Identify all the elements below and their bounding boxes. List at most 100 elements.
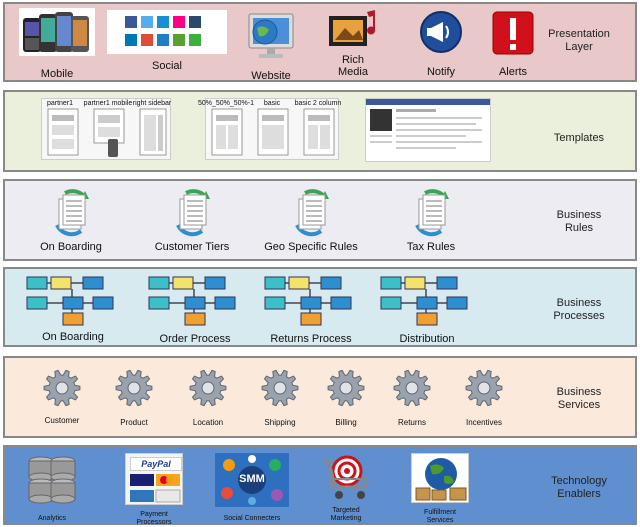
business-rules-layer: Business Rules On Boarding Customer Tier…: [3, 179, 637, 261]
gear-icon: [327, 369, 365, 407]
tech-analytics: Analytics: [25, 453, 79, 525]
template-facebook-page: [365, 98, 491, 162]
social-icons-grid: [125, 16, 201, 46]
tech-fulfillment-services: Fulfillment Services: [409, 453, 471, 525]
template-label-right-sidebar: right sidebar: [132, 100, 172, 107]
notify-label: Notify: [426, 66, 456, 78]
template-group-1: partner1 partner1 mobile right sidebar: [41, 98, 171, 160]
rule-label: Tax Rules: [406, 241, 456, 253]
social-media-marketing-image: SMM: [215, 453, 289, 507]
process-flow-diagram-icon: [380, 276, 468, 326]
facebook-page-thumbnail: [366, 99, 490, 149]
templates-layer-title: Templates: [553, 132, 605, 144]
payment-cards-image: PayPal: [125, 453, 183, 505]
gear-icon: [115, 369, 153, 407]
mobile-phones-icon: [23, 12, 89, 52]
presentation-layer: Presentation Layer Mobile: [3, 2, 637, 82]
technology-enablers-layer: Technology Enablers Analytics PayPal: [3, 445, 637, 526]
tech-payment-processors: PayPal Payment Processors: [123, 453, 185, 526]
service-customer: Customer: [37, 366, 87, 436]
process-flow-diagram-icon: [26, 276, 114, 326]
shopping-cart-target-icon: [323, 455, 368, 499]
service-product: Product: [109, 366, 159, 436]
tech-label: Payment Processors: [136, 511, 172, 526]
smm-text: SMM: [239, 473, 265, 485]
tech-label: Analytics: [37, 515, 66, 522]
rule-document-icon: [176, 189, 210, 237]
template-label-partner1: partner1: [46, 100, 74, 107]
process-on-boarding: On Boarding: [23, 273, 123, 345]
service-shipping: Shipping: [255, 366, 305, 436]
globe-boxes-icon: [415, 458, 467, 501]
paypal-logo: PayPal: [130, 457, 182, 471]
tech-social-connecters: SMM Social Connecters: [213, 453, 291, 525]
service-label: Incentives: [465, 418, 503, 427]
process-flow-diagram-icon: [148, 276, 236, 326]
tech-label: Social Connecters: [223, 515, 281, 522]
smm-cluster-icon: [221, 455, 283, 505]
process-distribution: Distribution: [377, 273, 477, 345]
rule-customer-tiers: Customer Tiers: [147, 187, 237, 259]
business-services-layer: Business Services Customer Product Locat…: [3, 356, 637, 438]
alert-icon: [492, 11, 534, 55]
process-label: Returns Process: [270, 333, 352, 345]
rule-label: Customer Tiers: [154, 241, 230, 253]
rule-geo-specific: Geo Specific Rules: [261, 187, 361, 259]
rule-on-boarding: On Boarding: [31, 187, 111, 259]
gear-icon: [465, 369, 503, 407]
service-label: Product: [120, 418, 148, 427]
rich-media-icon: [329, 10, 376, 46]
service-incentives: Incentives: [459, 366, 509, 436]
business-processes-layer-title: Business Processes: [553, 297, 605, 322]
social-label: Social: [152, 60, 182, 72]
business-services-layer-title: Business Services: [556, 386, 602, 411]
process-returns: Returns Process: [261, 273, 361, 345]
gear-icon: [393, 369, 431, 407]
process-order: Order Process: [145, 273, 245, 345]
template-label-basic: basic: [263, 100, 281, 107]
template-label-basic-2-column: basic 2 column: [294, 100, 342, 107]
megaphone-icon: [420, 11, 462, 53]
alerts-item: Alerts: [485, 8, 541, 82]
process-label: On Boarding: [42, 331, 104, 343]
gear-icon: [43, 369, 81, 407]
website-item: Website: [243, 8, 299, 82]
process-label: Order Process: [159, 333, 231, 345]
rule-label: Geo Specific Rules: [264, 241, 358, 253]
credit-card-icons: [130, 474, 181, 503]
service-location: Location: [183, 366, 233, 436]
rule-document-icon: [55, 189, 89, 237]
template-thumbnails-2: [211, 108, 335, 156]
social-item: Social: [107, 10, 227, 80]
rich-media-item: Rich Media: [323, 8, 383, 82]
rule-tax-rules: Tax Rules: [391, 187, 471, 259]
presentation-layer-title: Presentation Layer: [548, 28, 610, 53]
business-rules-layer-title: Business Rules: [556, 209, 602, 234]
template-group-2: 50%_50%_50%-1 basic basic 2 column: [198, 98, 341, 160]
notify-item: Notify: [415, 8, 467, 82]
template-thumbnails-1: [47, 108, 167, 157]
mobile-item: Mobile: [17, 8, 97, 82]
tech-targeted-marketing: Targeted Marketing: [317, 451, 375, 525]
gear-icon: [261, 369, 299, 407]
service-label: Location: [192, 418, 224, 427]
service-label: Billing: [335, 418, 357, 427]
rule-document-icon: [295, 189, 329, 237]
tech-label: Targeted Marketing: [330, 507, 362, 522]
process-label: Distribution: [399, 333, 455, 345]
service-billing: Billing: [321, 366, 371, 436]
process-flow-diagram-icon: [264, 276, 352, 326]
rule-document-icon: [415, 189, 449, 237]
gear-icon: [189, 369, 227, 407]
service-label: Returns: [397, 418, 426, 427]
alerts-label: Alerts: [498, 66, 528, 78]
mobile-label: Mobile: [40, 68, 74, 80]
template-label-partner1-mobile: partner1 mobile: [83, 100, 133, 107]
templates-layer: Templates partner1 partner1 mobile right…: [3, 90, 637, 172]
template-label-50-50: 50%_50%_50%-1: [197, 100, 255, 107]
technology-enablers-layer-title: Technology Enablers: [551, 475, 607, 500]
rule-label: On Boarding: [40, 241, 102, 253]
rich-media-label: Rich Media: [338, 54, 368, 78]
service-returns: Returns: [387, 366, 437, 436]
website-label: Website: [251, 70, 291, 82]
